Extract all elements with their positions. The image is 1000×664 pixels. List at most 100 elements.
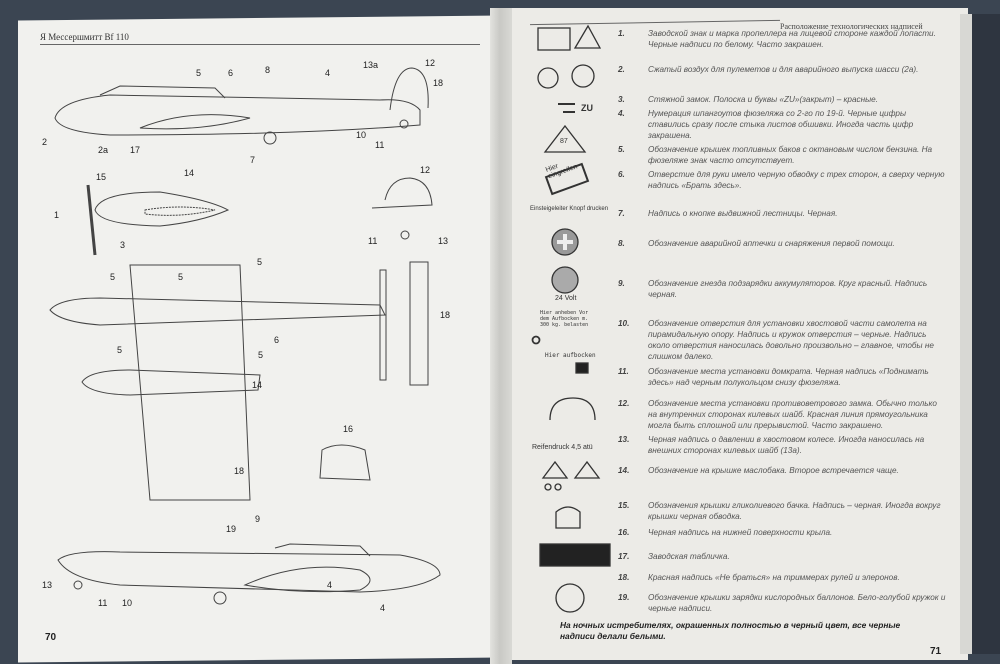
item-number: 14.	[618, 466, 630, 475]
callout-number: 10	[356, 130, 367, 140]
marking-item: 11. Обозначение места установки домкрата.…	[618, 366, 948, 388]
callout-number: 4	[380, 603, 386, 613]
item-text: Красная надпись «Не браться» на триммера…	[648, 573, 900, 582]
callout-number: 7	[250, 155, 256, 165]
item-text: Обозначение на крышке маслобака. Второе …	[648, 466, 899, 475]
callout-number: 5	[110, 272, 116, 282]
hier-anheben-label: Hier anheben Vor dem Aufbocken m. 300 kg…	[540, 310, 589, 328]
manufacturer-plate-icon	[539, 543, 611, 567]
item-number: 17.	[618, 552, 630, 561]
marking-item: 13.Черная надпись о давлении в хвостовом…	[618, 434, 948, 456]
hole-icon	[531, 335, 541, 345]
item-text: Обозначение крышек топливных баков с окт…	[648, 145, 933, 165]
item-number: 16.	[618, 528, 630, 537]
callout-number: 11	[375, 140, 385, 150]
callout-number: 10	[122, 598, 133, 608]
header-rule	[40, 44, 480, 45]
zu-label: ZU	[581, 103, 593, 113]
page-edges	[960, 14, 972, 654]
marking-item: 8. Обозначение аварийной аптечки и снаряж…	[618, 238, 948, 249]
marking-item: 15. Обозначения крышки гликолиевого бачка…	[618, 500, 948, 522]
callout-number: 19	[226, 524, 237, 534]
callout-number: 8	[265, 65, 271, 75]
left-header: Я Мессершмитт Bf 110	[40, 32, 129, 42]
callout-number: 5	[117, 345, 123, 355]
item-number: 12.	[618, 399, 630, 408]
item-text: Обозначение крышки зарядки кислородных б…	[648, 593, 946, 613]
marking-item: 5. Обозначение крышек топливных баков с о…	[618, 144, 948, 166]
item-text: Стяжной замок. Полоска и буквы «ZU»(закр…	[648, 95, 878, 104]
hier-aufbocken-label: Hier aufbocken	[545, 352, 596, 359]
callout-number: 2	[42, 137, 48, 147]
marking-item: 12. Обозначение места установки противове…	[618, 398, 948, 431]
oxygen-icon	[555, 583, 585, 613]
item-number: 8.	[618, 239, 625, 248]
glycol-tank-icon	[555, 506, 581, 529]
callout-number: 18	[440, 310, 451, 320]
callout-number: 17	[130, 145, 141, 155]
callout-number: 9	[255, 514, 261, 524]
callout-number: 6	[228, 68, 234, 78]
lock-icon	[558, 103, 575, 113]
callout-number: 6	[274, 335, 280, 345]
gust-lock-icon	[549, 397, 596, 421]
battery-socket-icon	[551, 266, 579, 294]
callout-number: 14	[184, 168, 195, 178]
item-text: Заводская табличка.	[648, 552, 730, 561]
item-text: Черная надпись на нижней поверхности кры…	[648, 528, 833, 537]
item-number: 5.	[618, 145, 625, 154]
item-text: Обозначения крышки гликолиевого бачка. Н…	[648, 501, 941, 521]
marking-item: 18. Красная надпись «Не браться» на тримм…	[618, 572, 948, 583]
footnote: На ночных истребителях, окрашенных полно…	[560, 620, 901, 641]
nacelle-view	[86, 177, 433, 256]
aircraft-drawings	[49, 67, 441, 605]
item-text: Заводской знак и марка пропеллера на лиц…	[648, 29, 936, 49]
item-number: 11.	[618, 367, 629, 376]
callout-number: 12	[420, 165, 431, 175]
underside-view	[57, 543, 441, 605]
compressed-air-icon	[571, 64, 595, 88]
marking-item: 9.Обозначение гнезда подзарядки аккумуля…	[618, 278, 948, 300]
marking-item: 10.Обозначение отверстия для установки х…	[618, 318, 948, 362]
callout-number: 5	[178, 272, 184, 282]
item-number: 18.	[618, 573, 630, 582]
callout-number: 4	[325, 68, 331, 78]
octane-label: 87	[560, 138, 568, 145]
oil-tank-icon	[541, 460, 601, 479]
callout-number: 18	[234, 466, 245, 476]
marking-item: 3. Стяжной замок. Полоска и буквы «ZU»(за…	[618, 94, 948, 105]
item-number: 3.	[618, 95, 625, 104]
item-number: 1.	[618, 29, 625, 38]
fuel-triangle-icon	[543, 124, 587, 153]
item-number: 6.	[618, 170, 625, 179]
item-text: Надпись о кнопке выдвижной лестницы. Чер…	[648, 209, 838, 218]
marking-item: 14. Обозначение на крышке маслобака. Втор…	[618, 465, 948, 476]
item-text: Обозначение гнезда подзарядки аккумулято…	[648, 279, 928, 299]
item-number: 13.	[618, 435, 630, 444]
marking-item: 2. Сжатый воздух для пулеметов и для авар…	[618, 64, 948, 75]
callout-number: 3	[120, 240, 126, 250]
callout-number: 12	[425, 58, 436, 68]
callout-number: 15	[96, 172, 107, 182]
callout-number: 13a	[363, 60, 379, 70]
callout-number: 5	[258, 350, 264, 360]
book-gutter	[490, 8, 512, 664]
item-text: Обозначение места установки домкрата. Че…	[648, 367, 929, 387]
marking-item: 17. Заводская табличка.	[618, 551, 948, 562]
item-text: Обозначение места установки противоветро…	[648, 399, 937, 430]
callout-number: 16	[343, 424, 354, 434]
item-number: 7.	[618, 209, 625, 218]
callout-number: 1	[54, 210, 60, 220]
item-number: 2.	[618, 65, 625, 74]
callout-number: 5	[257, 257, 263, 267]
item-number: 15.	[618, 501, 630, 510]
callout-number: 13	[42, 580, 53, 590]
side-view-aircraft	[54, 67, 429, 145]
ladder-label: Einsteigeleiter Knopf drucken	[530, 206, 609, 212]
item-text: Обозначение аварийной аптечки и снаряжен…	[648, 239, 895, 248]
item-number: 19.	[618, 593, 630, 602]
item-text: Сжатый воздух для пулеметов и для аварий…	[648, 65, 919, 74]
item-text: Обозначение отверстия для установки хвос…	[648, 319, 934, 361]
callout-number: 13	[438, 236, 449, 246]
